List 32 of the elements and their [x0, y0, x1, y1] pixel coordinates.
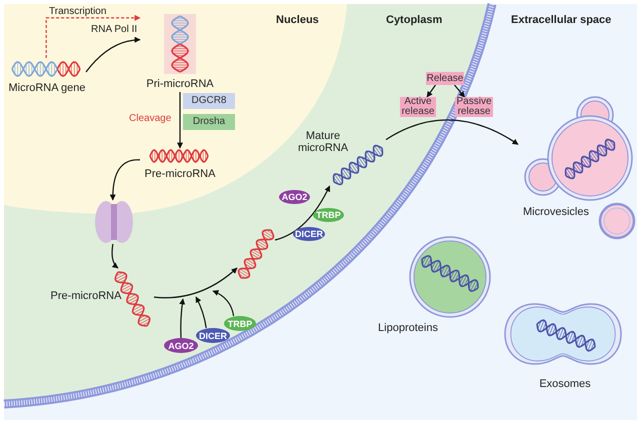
arrow — [46, 14, 141, 58]
arrow — [112, 244, 118, 268]
region-label: Cytoplasm — [386, 14, 442, 26]
node-label: MicroRNA gene — [8, 82, 86, 94]
node-label: Pre-microRNA — [144, 168, 216, 180]
edge-label: Transcription — [48, 6, 108, 17]
node-label: Pre-microRNA — [50, 290, 122, 302]
arrow — [179, 298, 186, 338]
label-box: Active release — [400, 97, 436, 117]
arrow — [274, 185, 330, 241]
protein-box: DGCR8 — [183, 93, 235, 109]
arrow — [86, 37, 141, 72]
arrow — [454, 84, 465, 98]
node-label: Pri-microRNA — [145, 78, 215, 90]
arrow — [426, 84, 436, 98]
node-label: Exosomes — [538, 378, 592, 390]
node-label: Microvesicles — [522, 206, 590, 218]
node-label: Lipoproteins — [377, 322, 439, 334]
region-label: Extracellular space — [511, 14, 612, 26]
arrow — [212, 290, 234, 316]
region-label: Nucleus — [276, 14, 319, 26]
label-box: Release — [426, 72, 464, 85]
protein-box: Drosha — [183, 114, 235, 130]
edge-label: Cleavage — [128, 113, 172, 124]
arrow — [154, 268, 238, 298]
arrow — [177, 92, 183, 149]
arrow — [386, 119, 518, 145]
node-label: Mature microRNA — [296, 130, 350, 154]
arrow — [195, 296, 207, 328]
edge-label: RNA Pol II — [90, 24, 138, 35]
label-box: Passive release — [455, 97, 493, 117]
arrow — [110, 159, 140, 201]
